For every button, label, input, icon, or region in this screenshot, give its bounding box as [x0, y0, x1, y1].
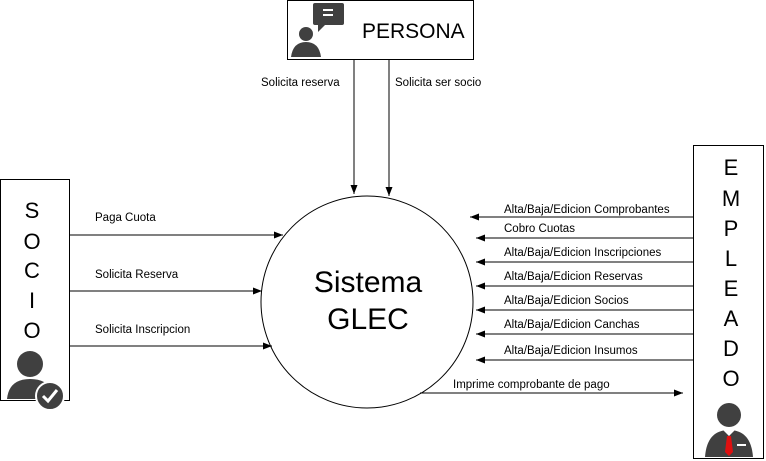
empleado-letter: E: [723, 276, 739, 301]
system-name-line2: GLEC: [327, 302, 409, 336]
flow-label: Alta/Baja/Edicion Comprobantes: [504, 204, 670, 216]
flow-label: Solicita ser socio: [395, 77, 482, 89]
flow-label: Alta/Baja/Edicion Canchas: [504, 319, 640, 331]
user-check-icon: [7, 351, 65, 411]
system-name: Sistema GLEC: [287, 265, 449, 338]
empleado-letter: E: [723, 155, 739, 180]
flow-label: Alta/Baja/Edicion Socios: [504, 295, 629, 307]
empleado-letter: L: [724, 246, 738, 271]
flow-label: Solicita Inscripcion: [95, 324, 191, 336]
flow-label: Alta/Baja/Edicion Reservas: [504, 271, 643, 283]
empleado-letter: P: [723, 216, 739, 241]
flow-label: Imprime comprobante de pago: [453, 379, 610, 391]
empleado-letter: O: [722, 366, 740, 391]
flow-label: Alta/Baja/Edicion Insumos: [504, 345, 638, 357]
socio-letter: I: [28, 288, 36, 313]
flow-label: Paga Cuota: [95, 212, 156, 224]
socio-letter: O: [23, 318, 41, 343]
empleado-letter: M: [721, 186, 741, 211]
flow-label: Solicita Reserva: [95, 269, 179, 281]
socio-letter: C: [24, 258, 40, 283]
flow-label: Alta/Baja/Edicion Inscripciones: [504, 247, 662, 259]
persona-title: PERSONA: [362, 20, 465, 43]
system-circle: [260, 195, 474, 409]
employee-icon: [705, 403, 753, 457]
socio-letter: S: [24, 198, 40, 223]
flow-label: Solicita reserva: [261, 77, 340, 89]
person-speech-icon: [291, 3, 344, 57]
flow-label: Cobro Cuotas: [504, 223, 575, 235]
socio-letter: O: [23, 229, 41, 254]
empleado-letter: A: [723, 306, 739, 331]
system-name-line1: Sistema: [313, 266, 423, 299]
empleado-letter: D: [723, 336, 739, 361]
